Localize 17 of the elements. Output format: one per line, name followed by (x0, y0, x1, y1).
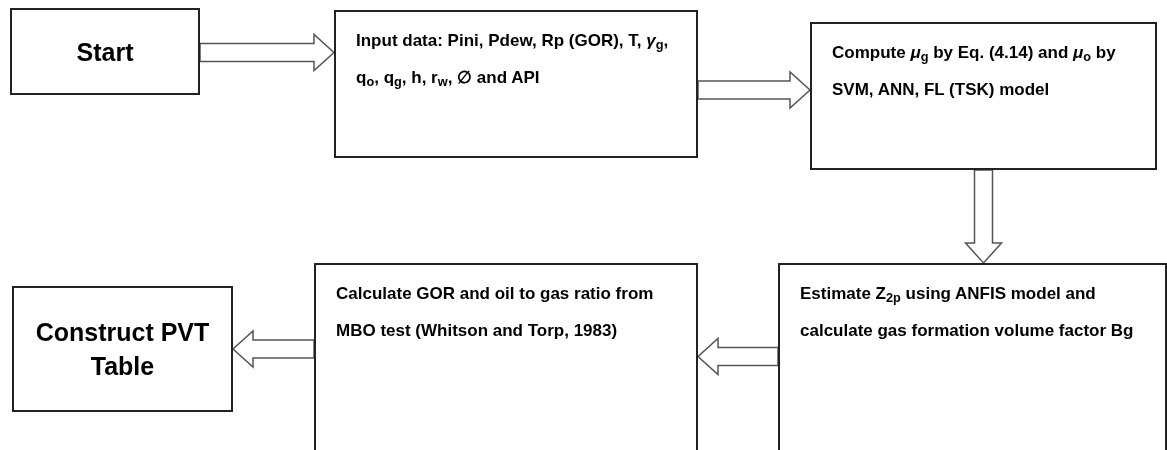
step-text: Input data: Pini, Pdew, Rp (GOR), T, γ$_{g}$, q$_{o}$, q$_{g}$, h, r$_{w}$, ∅ and API (356, 30, 670, 92)
step-text: Calculate GOR and oil to gas ratio from MBO test (Whitson and Torp, 1983) (336, 283, 655, 342)
step-text: Estimate Z$_{2p}$ using ANFIS model and calculate gas formation volume factor Bg (800, 283, 1135, 342)
block-arrow (696, 336, 779, 377)
block-arrow (963, 169, 1004, 265)
process-box (10, 8, 200, 95)
process-box (314, 263, 698, 450)
block-arrow (199, 32, 336, 73)
process-box (12, 286, 233, 412)
block-arrow (231, 329, 315, 369)
block-arrow (697, 70, 812, 110)
process-box (334, 10, 698, 158)
process-box (778, 263, 1167, 450)
step-text: Compute μ$_{g}$ by Eq. (4.14) and μ$_{o}$ by SVM, ANN, FL (TSK) model (832, 42, 1117, 101)
step-text: Construct PVT Table (34, 317, 211, 382)
step-text: Start (76, 36, 134, 68)
process-box (810, 22, 1157, 170)
